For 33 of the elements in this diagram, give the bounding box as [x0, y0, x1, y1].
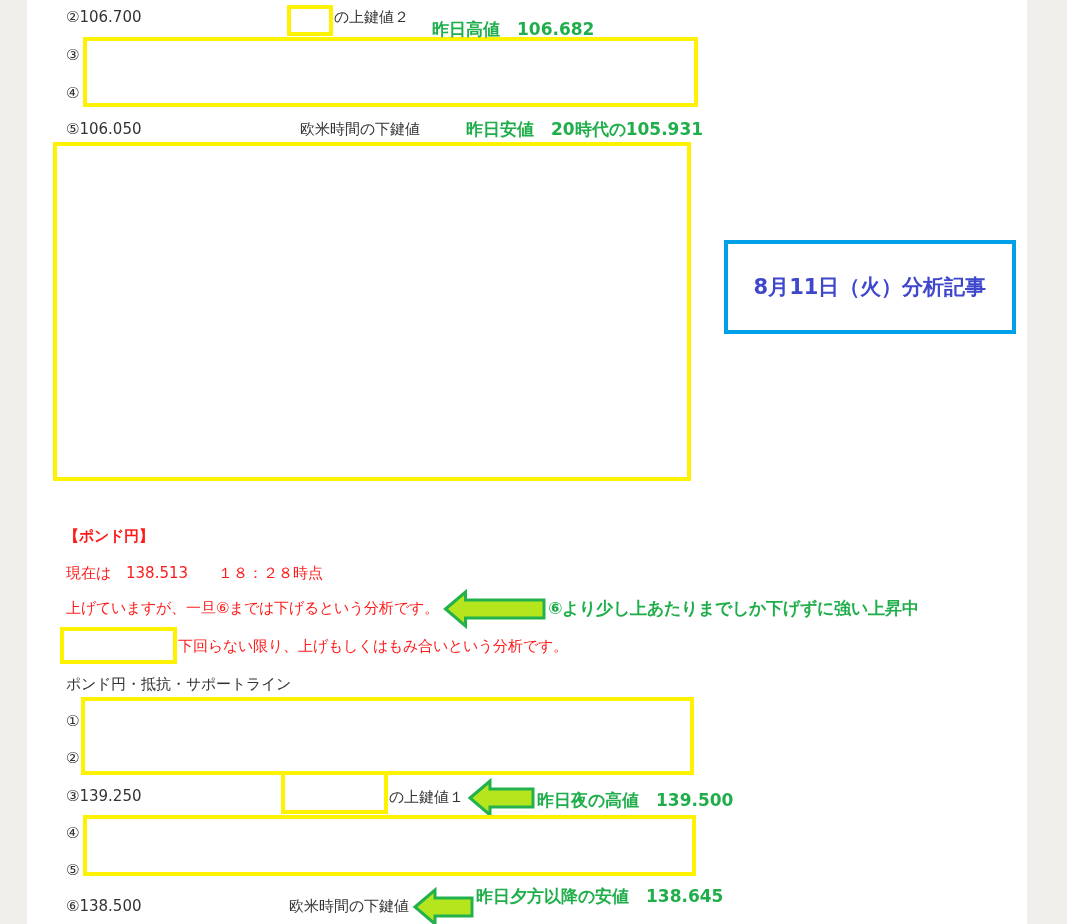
line-text: ④: [66, 83, 80, 103]
line-text: の上鍵値２: [334, 7, 409, 27]
line-text: 【ポンド円】: [64, 526, 154, 546]
line-text: ③139.250: [66, 786, 142, 806]
line-text: ⑤106.050: [66, 119, 142, 139]
annotation-text: 昨日安値 20時代の105.931: [466, 119, 704, 139]
line-text: 現在は 138.513 １８：２８時点: [66, 563, 324, 583]
analysis-text: 上げていますが、一旦⑥までは下げるという分析です。: [66, 598, 440, 618]
redaction-box: [81, 697, 694, 775]
annotation-text: 昨日高値 106.682: [432, 19, 595, 39]
annotation-text: ⑥より少し上あたりまでしか下げずに強い上昇中: [548, 598, 920, 618]
line-text: ②106.700: [66, 7, 142, 27]
line-text: ⑤: [66, 860, 80, 880]
line-text: 下回らない限り、上げもしくはもみ合いという分析です。: [178, 636, 568, 656]
line-text: 欧米時間の下鍵値: [300, 119, 420, 139]
line-text: ②: [66, 748, 80, 768]
arrow: [412, 886, 474, 924]
redaction-box: [53, 142, 691, 481]
line-text: ③: [66, 45, 80, 65]
analysis-text: 欧米時間の下鍵値: [289, 896, 409, 916]
redaction-box: [60, 627, 177, 664]
line-text: ポンド円・抵抗・サポートライン: [66, 674, 291, 694]
redaction-box: [287, 5, 333, 36]
title-box: 8月11日（火）分析記事: [724, 240, 1016, 334]
line-text: ④: [66, 823, 80, 843]
annotation-text: 昨日夕方以降の安値 138.645: [476, 886, 724, 906]
redaction-box: [83, 815, 696, 876]
line-text: ⑥138.500: [66, 896, 142, 916]
line-text: ①: [66, 711, 80, 731]
analysis-text: の上鍵値１: [389, 787, 464, 807]
redaction-box: [83, 37, 698, 107]
arrow: [443, 588, 546, 630]
annotation-text: 昨日夜の高値 139.500: [537, 790, 734, 810]
